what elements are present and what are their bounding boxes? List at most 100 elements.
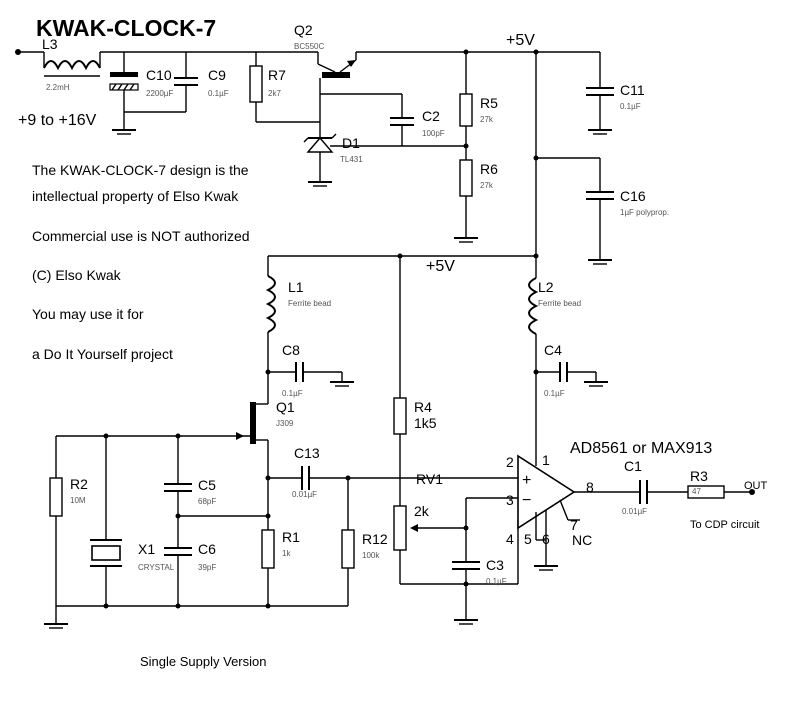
ref-D1: D1 [342, 135, 360, 151]
value-L1: Ferrite bead [288, 299, 331, 308]
regulator-D1 [303, 133, 466, 182]
supply-input-label: +9 to +16V [18, 112, 97, 129]
resistor-R4 [393, 256, 407, 506]
ref-R6: R6 [480, 161, 498, 177]
power-supply-section [15, 49, 614, 265]
note-line: The KWAK-CLOCK-7 design is the [32, 162, 249, 178]
capacitor-C3 [452, 528, 480, 625]
value-R2: 10M [70, 496, 86, 505]
ref-R3: R3 [690, 468, 708, 484]
ref-R5: R5 [480, 95, 498, 111]
ref-C5: C5 [198, 477, 216, 493]
inductor-L3 [43, 52, 101, 77]
ref-L3: L3 [42, 36, 58, 52]
ref-C6: C6 [198, 541, 216, 557]
resistor-R3 [687, 485, 750, 499]
ref-C11: C11 [620, 82, 645, 98]
pin-1-label: 1 [542, 452, 550, 468]
ground-symbol [308, 181, 332, 187]
capacitor-C10 [109, 52, 139, 130]
value-R12: 100k [362, 551, 380, 560]
pin-7-label: 7 [570, 517, 578, 533]
potentiometer-RV1 [393, 505, 466, 584]
transistor-Q1 [236, 380, 269, 530]
pin-5-label: 5 [524, 531, 532, 547]
ref-L1: L1 [288, 279, 304, 295]
ref-R7: R7 [268, 67, 286, 83]
copyright-notes: The KWAK-CLOCK-7 design is the intellect… [32, 162, 250, 362]
resistor-R1 [261, 529, 275, 606]
footer-label: Single Supply Version [140, 654, 266, 669]
ref-C1: C1 [624, 458, 642, 474]
value-RV1: 2k [414, 503, 430, 519]
ref-C13: C13 [294, 445, 320, 461]
output-terminal [749, 489, 755, 495]
ground-symbol [44, 606, 68, 629]
opamp-part-name: AD8561 or MAX913 [570, 440, 712, 457]
value-C13: 0.01µF [292, 490, 317, 499]
output-destination: To CDP circuit [690, 519, 759, 531]
resistor-R12 [341, 478, 355, 606]
capacitor-C11 [586, 52, 614, 135]
ferrite-L2 [528, 256, 539, 462]
capacitor-C13 [268, 466, 518, 490]
resistor-R5 [459, 52, 473, 160]
value-C6: 39pF [198, 563, 216, 572]
capacitor-C6 [164, 547, 192, 606]
value-Q1: J309 [276, 419, 294, 428]
capacitor-C4 [536, 362, 608, 387]
pin-3-label: 3 [506, 492, 514, 508]
value-L2: Ferrite bead [538, 299, 581, 308]
capacitor-C1 [639, 480, 688, 504]
value-C9: 0.1µF [208, 89, 229, 98]
pin-8-label: 8 [586, 479, 594, 495]
resistor-R7 [249, 52, 320, 123]
rail-5v-secondary [268, 253, 539, 259]
pin-2-label: 2 [506, 454, 514, 470]
rail-5v-top-label: +5V [506, 32, 535, 49]
value-C5: 68pF [198, 497, 216, 506]
ferrite-L1 [265, 256, 276, 380]
capacitor-C16 [536, 157, 614, 265]
output-label: OUT [744, 480, 768, 492]
pin-6-label: 6 [542, 531, 550, 547]
ref-Q1: Q1 [276, 399, 295, 415]
value-C2: 100pF [422, 129, 445, 138]
ref-L2: L2 [538, 279, 554, 295]
value-R6: 27k [480, 181, 494, 190]
ref-C4: C4 [544, 342, 562, 358]
crystal-X1 [90, 436, 122, 606]
value-C11: 0.1µF [620, 102, 641, 111]
note-line: Commercial use is NOT authorized [32, 228, 250, 244]
transistor-Q2 [317, 52, 357, 140]
ref-X1: X1 [138, 541, 155, 557]
ref-R1: R1 [282, 529, 300, 545]
ground-symbol [112, 129, 136, 135]
pin-nc-label: NC [572, 532, 592, 548]
comparator-opamp [517, 454, 580, 571]
capacitor-C2 [320, 93, 414, 146]
value-C8: 0.1µF [282, 389, 303, 398]
value-C16: 1µF polyprop. [620, 208, 669, 217]
value-R3: 47 [692, 487, 701, 496]
ref-RV1: RV1 [416, 471, 443, 487]
ref-R12: R12 [362, 531, 388, 547]
value-C3: 0.1µF [486, 577, 507, 586]
value-R5: 27k [480, 115, 494, 124]
value-C4: 0.1µF [544, 389, 565, 398]
capacitor-C8 [268, 362, 354, 387]
capacitor-C5 [164, 436, 192, 548]
schematic-title: KWAK-CLOCK-7 [36, 15, 216, 41]
value-D1: TL431 [340, 155, 363, 164]
note-line: intellectual property of Elso Kwak [32, 188, 239, 204]
ref-C10: C10 [146, 67, 172, 83]
ref-C8: C8 [282, 342, 300, 358]
value-C1: 0.01µF [622, 507, 647, 516]
resistor-R6 [454, 159, 478, 243]
comparator-section [393, 256, 755, 625]
value-R7: 2k7 [268, 89, 281, 98]
capacitor-C9 [174, 52, 198, 112]
ref-C9: C9 [208, 67, 226, 83]
ref-C3: C3 [486, 557, 504, 573]
